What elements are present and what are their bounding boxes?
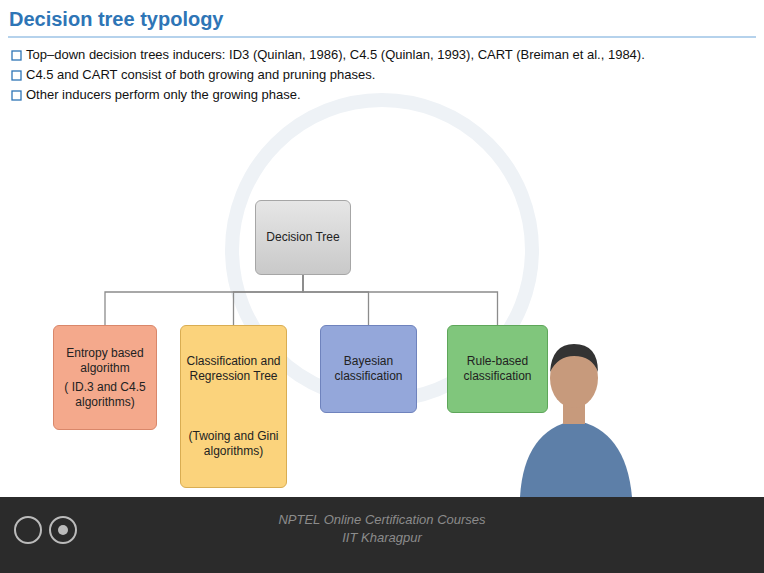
box-heading: Decision Tree — [266, 230, 339, 245]
box-heading: Entropy based algorithm — [59, 346, 151, 376]
bullet-square — [12, 51, 21, 60]
tree-connector — [105, 275, 303, 325]
tree-connector — [303, 275, 498, 325]
category-box: Decision Tree — [255, 200, 351, 275]
box-note: ( ID.3 and C4.5 algorithms) — [59, 380, 151, 410]
footer-text: NPTEL Online Certification Courses — [0, 512, 764, 527]
box-heading: Rule-based classification — [453, 354, 542, 384]
box-heading: Bayesian classification — [326, 354, 411, 384]
bullet-text: Other inducers perform only the growing … — [26, 87, 746, 102]
tree-connector — [303, 275, 369, 325]
footer-bar — [0, 497, 764, 573]
title-rule — [8, 36, 756, 38]
category-box: Rule-based classification — [447, 325, 548, 413]
slide-title: Decision tree typology — [9, 8, 224, 31]
category-box: Entropy based algorithm ( ID.3 and C4.5 a… — [53, 325, 157, 430]
bullet-square — [12, 91, 21, 100]
institute-logos — [15, 517, 76, 543]
box-note: (Twoing and Gini algorithms) — [186, 429, 281, 459]
category-box: Bayesian classification — [320, 325, 417, 413]
box-heading: Classification and Regression Tree — [186, 354, 281, 384]
bullet-text: C4.5 and CART consist of both growing an… — [26, 67, 746, 82]
footer-text: IIT Kharagpur — [0, 530, 764, 545]
category-box: Classification and Regression Tree (Twoin… — [180, 325, 287, 488]
bullet-text: Top–down decision trees inducers: ID3 (Q… — [26, 47, 746, 62]
tree-connector — [234, 275, 304, 325]
bullet-square — [12, 71, 21, 80]
